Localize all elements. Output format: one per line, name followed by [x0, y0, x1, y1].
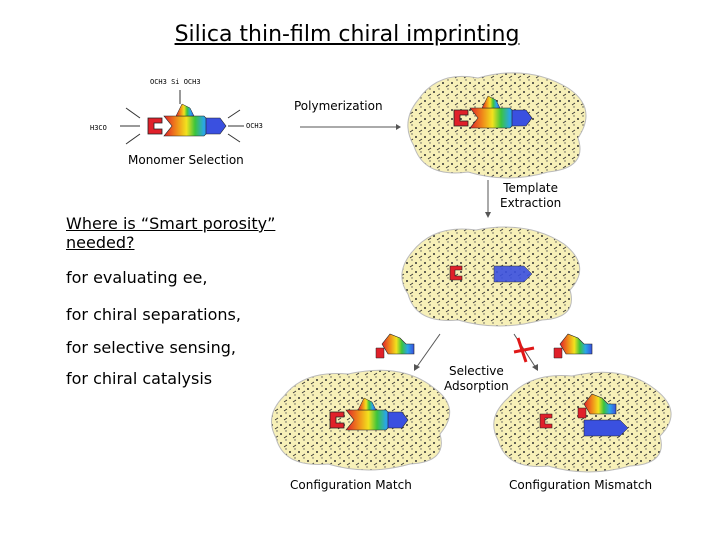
bullet-evaluating-ee: for evaluating ee,: [66, 268, 208, 287]
question-text: Where is “Smart porosity” needed?: [66, 214, 276, 252]
label-configuration-mismatch: Configuration Mismatch: [509, 478, 653, 492]
label-template-extraction: Template Extraction: [500, 181, 561, 211]
label-selective-line2: Adsorption: [444, 379, 509, 393]
configuration-mismatch-matrix: [493, 371, 672, 473]
label-template-line2: Extraction: [500, 196, 562, 210]
arrow-to-match: [415, 333, 441, 369]
slide-title: Silica thin-film chiral imprinting: [174, 22, 520, 47]
monomer-cluster: OCH3 Si OCH3 H3CO OCH3: [90, 78, 263, 145]
imprinted-matrix: [401, 226, 580, 327]
configuration-match-matrix: [271, 369, 450, 471]
bullet-chiral-catalysis: for chiral catalysis: [66, 369, 213, 388]
label-selective-line1: Selective: [448, 364, 504, 378]
label-template-line1: Template: [503, 181, 559, 195]
svg-text:OCH3: OCH3: [246, 122, 263, 130]
bullet-chiral-separations: for chiral separations,: [66, 305, 241, 324]
svg-text:H3CO: H3CO: [90, 124, 107, 132]
polymer-matrix-with-template: [407, 72, 587, 179]
bullet-selective-sensing: for selective sensing,: [66, 338, 236, 357]
svg-text:OCH3 Si OCH3: OCH3 Si OCH3: [150, 78, 201, 86]
reject-mark: [513, 337, 535, 363]
label-polymerization: Polymerization: [294, 99, 383, 113]
label-monomer-selection: Monomer Selection: [128, 153, 244, 167]
label-configuration-match: Configuration Match: [290, 478, 412, 492]
probe-molecule-match: [375, 333, 415, 359]
label-selective-adsorption: Selective Adsorption: [444, 364, 509, 394]
probe-molecule-mismatch: [553, 333, 593, 359]
